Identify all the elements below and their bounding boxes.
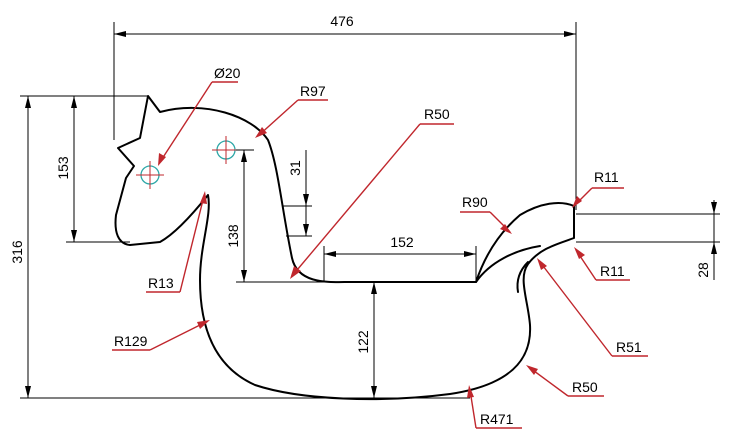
dim-476: 476 — [113, 13, 577, 210]
dim-28: 28 — [576, 200, 720, 280]
dim-r51-label: R51 — [616, 339, 642, 355]
dim-122-label: 122 — [355, 330, 371, 354]
dim-122: 122 — [355, 282, 377, 398]
dim-r471-label: R471 — [480, 411, 514, 427]
dim-r51: R51 — [537, 258, 648, 357]
dim-r50-top: R50 — [290, 106, 454, 279]
dim-138: 138 — [225, 149, 350, 283]
dim-31-label: 31 — [287, 160, 303, 176]
dim-r50-top-label: R50 — [424, 106, 450, 122]
dim-r11-lower: R11 — [574, 247, 630, 281]
dim-476-label: 476 — [330, 13, 354, 29]
dim-r129: R129 — [112, 320, 210, 351]
hole-left — [136, 161, 164, 189]
dim-r13-label: R13 — [148, 275, 174, 291]
dim-316: 316 — [9, 95, 470, 399]
dim-r11-upper-label: R11 — [594, 169, 619, 185]
dim-dia20-label: Ø20 — [214, 65, 241, 81]
dim-r129-label: R129 — [114, 333, 148, 349]
dim-dia20: Ø20 — [158, 65, 241, 166]
part-outline — [114, 95, 575, 401]
dim-153-label: 153 — [55, 156, 71, 180]
dim-r97-label: R97 — [300, 83, 326, 99]
dim-152: 152 — [323, 234, 477, 282]
dim-r471: R471 — [467, 385, 522, 429]
dim-138-label: 138 — [225, 224, 241, 248]
dim-r50-bottom: R50 — [526, 365, 604, 397]
dim-31: 31 — [282, 150, 312, 237]
dim-r11-upper: R11 — [572, 169, 624, 208]
dim-r97: R97 — [255, 83, 328, 138]
hole-right — [212, 136, 240, 164]
dim-r90: R90 — [460, 194, 512, 234]
dim-28-label: 28 — [695, 262, 711, 278]
dim-152-label: 152 — [390, 234, 414, 250]
dim-r90-label: R90 — [462, 194, 488, 210]
dim-r11-lower-label: R11 — [600, 263, 625, 279]
dim-316-label: 316 — [9, 240, 25, 264]
dim-r50-bottom-label: R50 — [572, 379, 598, 395]
dim-r13: R13 — [146, 191, 207, 293]
dim-153: 153 — [55, 96, 130, 243]
